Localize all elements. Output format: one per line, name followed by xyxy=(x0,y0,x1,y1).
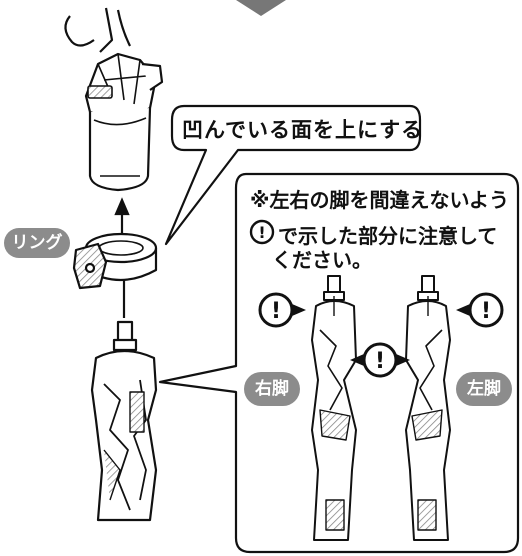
callout-top-bubble xyxy=(164,104,422,246)
note-line-3: ください。 xyxy=(272,248,372,272)
left-leg-figure xyxy=(405,275,451,541)
attention-marker-right: ! xyxy=(456,292,504,328)
top-direction-arrow xyxy=(236,0,286,16)
note-line-2: で示した部分に注意して xyxy=(278,224,498,248)
lower-leg-part xyxy=(90,320,158,522)
attention-marker-center: ! xyxy=(350,342,410,378)
attention-mark-2: ! xyxy=(375,349,385,374)
note-inline-mark: ! xyxy=(258,223,265,242)
callout-top-text: 凹んでいる面を上にする xyxy=(182,118,424,142)
attention-marker-left: ! xyxy=(258,292,306,328)
part-label-ring: リング xyxy=(4,228,70,258)
upper-body-part xyxy=(64,7,164,192)
note-inline-attention-icon: ! xyxy=(249,219,275,245)
right-leg-figure xyxy=(311,275,357,541)
ring-part xyxy=(72,232,158,290)
attention-mark-1: ! xyxy=(271,299,281,324)
assembly-arrows xyxy=(114,197,130,318)
left-leg-label: 左脚 xyxy=(456,372,512,406)
right-leg-label: 右脚 xyxy=(244,372,300,406)
note-line-1: ※左右の脚を間違えないよう xyxy=(250,188,510,212)
attention-mark-3: ! xyxy=(481,299,491,324)
